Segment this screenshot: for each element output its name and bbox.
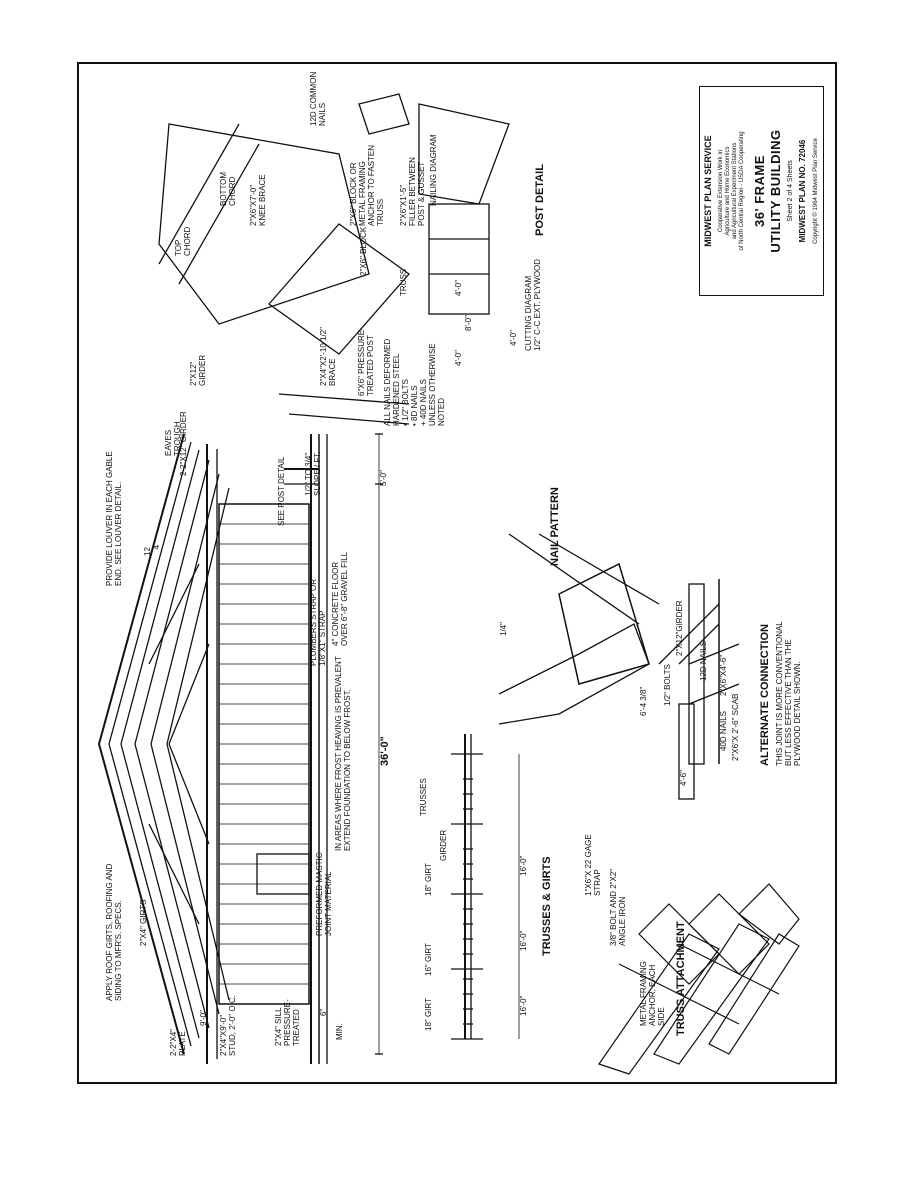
label-plumbers-strap: PLUMBERS STRAP OR 1/8"X1" STRAP	[309, 579, 327, 666]
dim-4-6: 4'-6"	[679, 770, 688, 786]
cut-dim-4-0-c: 4'-0"	[509, 330, 518, 346]
dim-16-0-b: 16'-0"	[519, 930, 528, 951]
label-brace: 2"X4"X2'-10 1/2" BRACE	[319, 327, 337, 386]
label-knee-brace: 2"X6"X7'-0" KNEE BRACE	[249, 174, 267, 226]
label-12d-common-nails: 12d COMMON NAILS	[309, 71, 327, 126]
title-cutting-diagram: CUTTING DIAGRAM 1/2" C-C EXT. PLYWOOD	[524, 258, 542, 351]
dim-6-4-3-8: 6'-4 3/8"	[639, 686, 648, 716]
note-frost-heaving: IN AREAS WHERE FROST HEAVING IS PREVALEN…	[334, 656, 352, 851]
drawing-linework	[97, 93, 800, 1075]
post-detail-drawing	[158, 93, 510, 425]
label-2x4-girts: 2"X4" GIRTS	[139, 899, 148, 946]
alternate-connection-drawing	[658, 579, 740, 800]
cut-dim-4-0-a: 4'-0"	[454, 350, 463, 366]
label-plate: 2-2"X4" PLATE	[169, 1028, 187, 1056]
dim-16-0-c: 16'-0"	[519, 855, 528, 876]
dim-16-0-a: 16'-0"	[519, 995, 528, 1016]
label-metal-framing-anchor: METAL FRAMING ANCHOR, EACH SIDE	[639, 961, 666, 1026]
label-sill: 2"X4" SILL PRESSURE- TREATED	[274, 999, 301, 1046]
title-copyright: Copyright © 1964 Midwest Plan Service	[813, 138, 819, 244]
label-18-girt-a: 18" GIRT	[424, 998, 433, 1031]
label-bottom-chord: BOTTOM CHORD	[219, 171, 237, 206]
label-stud: 2"X4"X9'-0" STUD, 2'-0" O.C.	[219, 995, 237, 1056]
dim-9-0: 9'-0"	[199, 1010, 208, 1026]
title-name-2: UTILITY BUILDING	[768, 129, 783, 253]
dim-5-0: 5'-0"	[379, 470, 388, 486]
title-trusses-girts: TRUSSES & GIRTS	[541, 856, 553, 956]
label-6x6-post: 6"X6" PRESSURE- TREATED POST	[357, 327, 375, 396]
dim-min: MIN.	[335, 1023, 344, 1040]
title-truss-attachment: TRUSS ATTACHMENT	[675, 921, 687, 1036]
label-girder: GIRDER	[439, 829, 448, 861]
cut-dim-4-0-b: 4'-0"	[454, 280, 463, 296]
note-nails: ALL NAILS DEFORMED HARDENED STEEL • 1/2"…	[383, 338, 446, 426]
note-apply-roof: APPLY ROOF GIRTS, ROOFING AND SIDING TO …	[105, 863, 123, 1001]
title-name-1: 36' FRAME	[752, 155, 767, 227]
roof-pitch: 12 4	[143, 544, 161, 556]
title-nail-pattern: NAIL PATTERN	[549, 487, 561, 566]
label-block: 2"X6" BLOCK OR METAL FRAMING ANCHOR TO F…	[349, 144, 385, 226]
title-org: MIDWEST PLAN SERVICE	[703, 135, 713, 247]
label-filler: 2"X6"X1'-5" FILLER BETWEEN POST & GUSSET	[399, 157, 426, 226]
title-block: MIDWEST PLAN SERVICE Cooperative Extensi…	[699, 86, 824, 296]
label-slope: 1/2" TO 3/4" SLOPE / FT.	[304, 451, 322, 496]
label-22-gage-strap: 1"X6"X 22 GAGE STRAP	[584, 834, 602, 896]
trusses-girts-diagram	[451, 734, 520, 1040]
label-2x12-girder-alt: 2"X12"GIRDER	[675, 600, 684, 656]
label-concrete-floor: 4" CONCRETE FLOOR OVER 6"-8" GRAVEL FILL	[331, 551, 349, 646]
door	[256, 853, 310, 895]
label-bolt-angle-iron: 3/8" BOLT AND 2"X2" ANGLE IRON	[609, 868, 627, 946]
dim-36-0: 36'-0"	[379, 736, 391, 766]
nail-pattern-drawing	[498, 533, 660, 725]
label-trusses: TRUSSES	[419, 778, 428, 816]
label-see-post-detail: SEE POST DETAIL	[277, 456, 286, 526]
label-scab: 2"X6"X 2'-6" SCAB	[731, 693, 740, 761]
label-truss: TRUSS	[399, 268, 408, 296]
dim-6: 6"	[319, 1008, 328, 1016]
label-12d-nails: 12d NAILS	[699, 640, 708, 681]
label-eaves-trough: EAVES TROUGH	[164, 421, 182, 456]
dim-1-4: 1/4"	[499, 622, 508, 636]
label-nailing-diagram: NAILING DIAGRAM	[429, 134, 438, 206]
label-2x6-block: 2"X6" BLOCK	[359, 226, 368, 276]
label-top-chord: TOP CHORD	[174, 226, 192, 256]
label-16-girt: 16" GIRT	[424, 943, 433, 976]
label-1-2-bolts: 1/2" BOLTS	[663, 664, 672, 706]
roof-outline	[97, 433, 185, 1055]
cut-dim-8-0: 8'-0"	[464, 315, 473, 331]
label-18-girt-b: 18" GIRT	[424, 863, 433, 896]
truss-attachment-drawing	[598, 883, 800, 1075]
title-post-detail: POST DETAIL	[534, 164, 546, 236]
title-alternate-connection: ALTERNATE CONNECTION	[759, 624, 771, 766]
title-plan-no: MIDWEST PLAN NO. 72046	[798, 139, 807, 243]
drawing-annotations: APPLY ROOF GIRTS, ROOFING AND SIDING TO …	[79, 64, 835, 1082]
title-sheet: Sheet 2 of 4 Sheets	[787, 160, 794, 222]
drawing-sheet: APPLY ROOF GIRTS, ROOFING AND SIDING TO …	[77, 62, 837, 1084]
note-provide-louver: PROVIDE LOUVER IN EACH GABLE END. SEE LO…	[105, 451, 123, 586]
label-2x12-girder-post: 2"X12" GIRDER	[189, 354, 207, 386]
label-preformed-mastic: PREFORMED MASTIC JOINT MATERIAL	[315, 852, 333, 936]
title-coop: Cooperative Extension Work in Agricultur…	[718, 131, 745, 251]
note-alternate-connection: THIS JOINT IS MORE CONVENTIONAL BUT LESS…	[775, 621, 802, 766]
label-40d-nails: 40d NAILS	[719, 710, 728, 751]
wall-siding	[218, 503, 310, 1005]
label-knee-2x6: 2"X6"X4'-6"	[719, 654, 728, 696]
